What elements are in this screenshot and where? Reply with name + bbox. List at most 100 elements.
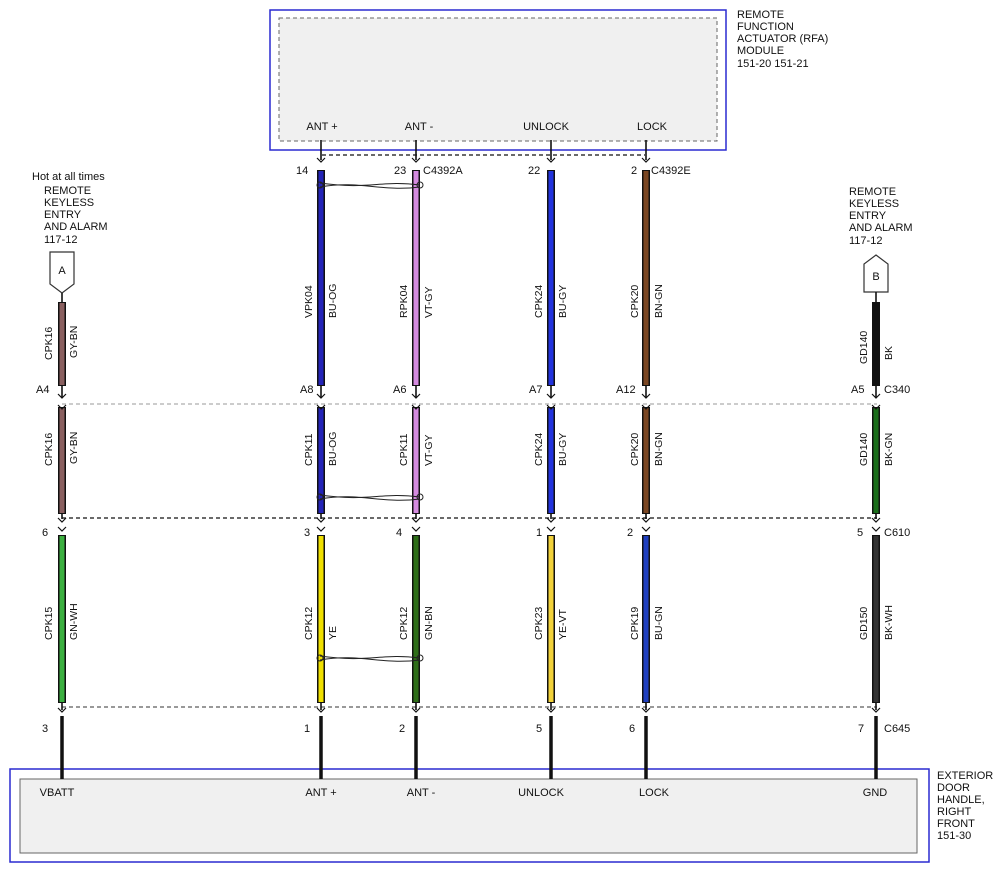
handle-module-ref: 151-30 — [937, 830, 971, 842]
wire-group — [57, 140, 881, 779]
pin-c610-gnd: 5 — [857, 527, 863, 539]
pin-c645-ant-minus: 2 — [399, 723, 405, 735]
wire-label-color: GY-BN — [68, 326, 80, 358]
connector-chevron — [641, 404, 651, 410]
pin-c610-lock: 2 — [627, 527, 633, 539]
connector-chevron — [57, 404, 67, 410]
pin-c340-ant-minus: A6 — [393, 384, 406, 396]
connector-chevron — [316, 707, 326, 713]
pin-c645-gnd: 7 — [858, 723, 864, 735]
connector-chevron — [316, 393, 326, 399]
wire-label-color: BK-WH — [883, 605, 895, 640]
ref-left-tag-shape — [49, 251, 75, 294]
twisted-pair-3 — [316, 654, 424, 662]
wire-label-color: BU-OG — [327, 432, 339, 466]
wire-label-color: BU-GN — [653, 606, 665, 640]
wire-label-color: VT-GY — [423, 286, 435, 318]
rfa-pin-label-lock: LOCK — [637, 121, 668, 133]
handle-module-name-5: FRONT — [937, 818, 975, 830]
ref-right-page: 117-12 — [849, 235, 882, 247]
connector-chevron — [546, 393, 556, 399]
ref-left-line-3: ENTRY — [44, 209, 82, 221]
rfa-pin-label-unlock: UNLOCK — [523, 121, 570, 133]
wire-label-color: BN-GN — [653, 432, 665, 466]
twisted-pair-2 — [316, 493, 424, 501]
connector-chevron — [57, 517, 67, 523]
handle-pin-label-gnd: GND — [863, 787, 888, 799]
rfa-pin-label-ant-minus: ANT - — [405, 121, 434, 133]
connector-c340: C340 — [884, 384, 910, 396]
connector-chevron — [546, 404, 556, 410]
rfa-pin-label-ant-plus: ANT + — [306, 121, 337, 133]
rfa-module-name-4: MODULE — [737, 45, 784, 57]
connector-chevron — [316, 157, 326, 163]
connector-chevron — [871, 517, 881, 523]
wire-label-circuit: VPK04 — [303, 285, 315, 318]
pin-rfa-ant-plus: 14 — [296, 165, 308, 177]
wire-label-circuit: CPK12 — [398, 607, 410, 640]
wire-label-circuit: CPK12 — [303, 607, 315, 640]
wire-label-circuit: GD140 — [858, 433, 870, 466]
wire-label-circuit: RPK04 — [398, 285, 410, 318]
connector-c645: C645 — [884, 723, 910, 735]
pin-c340-unlock: A7 — [529, 384, 542, 396]
connector-chevron — [411, 404, 421, 410]
handle-module-name-1: EXTERIOR — [937, 770, 993, 782]
connector-chevron — [411, 517, 421, 523]
pin-c610-ant-plus: 3 — [304, 527, 310, 539]
connector-c610: C610 — [884, 527, 910, 539]
ref-right-line-1: REMOTE — [849, 186, 896, 198]
connector-chevron — [57, 707, 67, 713]
wire-label-circuit: CPK23 — [533, 607, 545, 640]
wire-label-color: BU-GY — [557, 285, 569, 318]
connector-chevron — [411, 526, 421, 532]
wire-label-circuit: CPK11 — [398, 433, 410, 466]
connector-chevron — [316, 404, 326, 410]
connector-chevron — [411, 157, 421, 163]
handle-pin-label-ant-plus: ANT + — [305, 787, 336, 799]
wire-label-color: VT-GY — [423, 434, 435, 466]
connector-chevron — [641, 157, 651, 163]
rfa-module-name-2: FUNCTION — [737, 21, 794, 33]
connector-chevron — [641, 517, 651, 523]
ref-left-note: Hot at all times — [32, 171, 105, 183]
pin-c340-gnd: A5 — [851, 384, 864, 396]
wire-label-color: BK — [883, 346, 895, 360]
pin-c340-ant-plus: A8 — [300, 384, 313, 396]
handle-module-name-3: HANDLE, — [937, 794, 985, 806]
connector-chevron — [57, 526, 67, 532]
pin-c610-unlock: 1 — [536, 527, 542, 539]
connector-chevron — [871, 393, 881, 399]
wire-label-circuit: CPK19 — [629, 607, 641, 640]
handle-pin-label-lock: LOCK — [639, 787, 670, 799]
wire-label-circuit: CPK20 — [629, 433, 641, 466]
wire-label-color: YE-VT — [557, 608, 569, 640]
wire-label-circuit: CPK15 — [43, 607, 55, 640]
wire-label-circuit: GD140 — [858, 331, 870, 364]
pin-rfa-lock: 2 — [631, 165, 637, 177]
handle-module-name-4: RIGHT — [937, 806, 972, 818]
wire-label-circuit: CPK20 — [629, 285, 641, 318]
ref-left-line-4: AND ALARM — [44, 221, 108, 233]
ref-left-line-2: KEYLESS — [44, 197, 94, 209]
connector-chevron — [641, 707, 651, 713]
connector-chevron — [641, 393, 651, 399]
pin-c340-vbatt: A4 — [36, 384, 49, 396]
wire-label-circuit: CPK24 — [533, 433, 545, 466]
wire-label-color: BU-OG — [327, 284, 339, 318]
ref-right-line-4: AND ALARM — [849, 222, 913, 234]
ref-left-page: 117-12 — [44, 234, 77, 246]
handle-module-inner — [19, 778, 918, 854]
twisted-pair-1 — [316, 181, 424, 189]
pin-c610-vbatt: 6 — [42, 527, 48, 539]
connector-c4392e: C4392E — [651, 165, 691, 177]
wire-label-circuit: CPK16 — [43, 433, 55, 466]
pin-c645-unlock: 5 — [536, 723, 542, 735]
rfa-module-inner — [278, 17, 718, 142]
connector-chevron — [57, 393, 67, 399]
connector-chevron — [411, 707, 421, 713]
wire-label-color: GY-BN — [68, 432, 80, 464]
connector-chevron — [871, 526, 881, 532]
connector-chevron — [316, 517, 326, 523]
connector-chevron — [871, 404, 881, 410]
